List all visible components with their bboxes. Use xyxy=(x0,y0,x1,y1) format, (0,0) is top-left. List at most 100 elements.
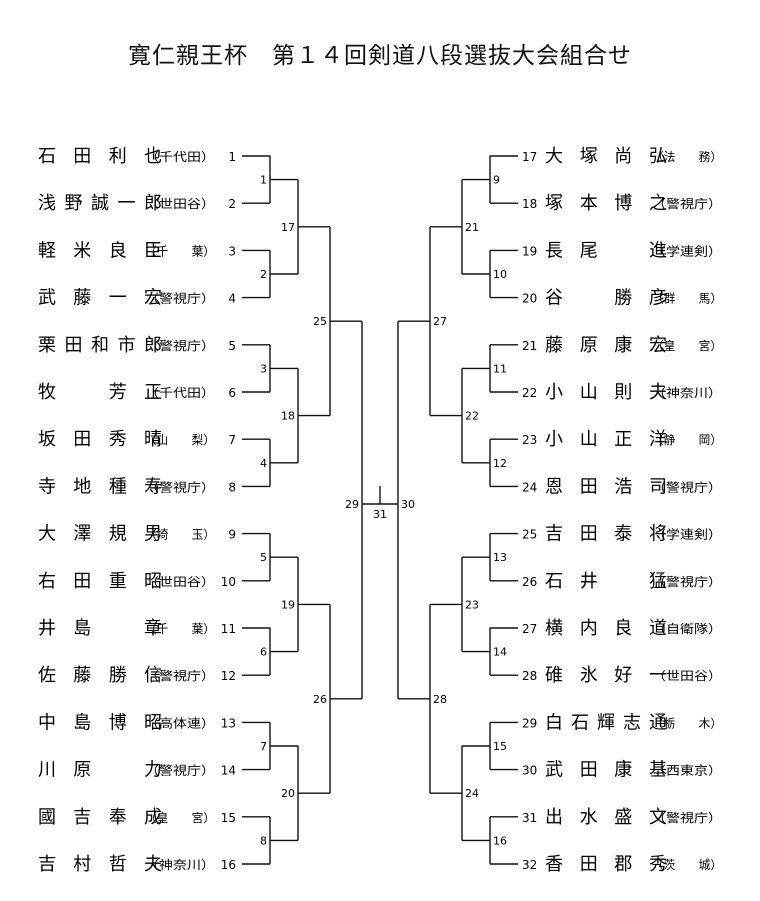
player-seed: 21 xyxy=(522,339,537,353)
player-name: 牧 芳正 xyxy=(38,382,162,403)
match-number: 25 xyxy=(313,315,327,328)
player-seed: 2 xyxy=(228,197,236,211)
player-affiliation: （静 岡） xyxy=(652,433,722,447)
match-number: 6 xyxy=(260,646,267,659)
player-seed: 13 xyxy=(221,716,236,730)
player-affiliation: （千 葉） xyxy=(145,622,215,636)
player-affiliation: （栃 木） xyxy=(652,716,722,730)
player-name: 武田康基 xyxy=(545,760,667,781)
match-number: 7 xyxy=(260,740,267,753)
player-name: 國吉奉成 xyxy=(38,807,162,828)
match-number: 2 xyxy=(260,268,267,281)
player-name: 坂田秀晴 xyxy=(38,429,162,450)
player-name: 谷 勝彦 xyxy=(545,288,667,309)
player-affiliation: （世田谷） xyxy=(652,669,722,683)
player-affiliation: （茨 城） xyxy=(652,858,722,872)
player-affiliation: （警視庁） xyxy=(145,338,215,353)
player-name: 井島 章 xyxy=(38,618,162,639)
player-name: 小山正洋 xyxy=(545,429,667,450)
player-name: 川原 力 xyxy=(38,760,162,781)
player-seed: 4 xyxy=(228,292,236,306)
player-seed: 10 xyxy=(221,575,236,589)
player-seed: 18 xyxy=(522,197,537,211)
match-number: 23 xyxy=(465,598,479,611)
player-name: 碓氷好一 xyxy=(545,665,667,686)
player-seed: 6 xyxy=(228,386,236,400)
player-seed: 14 xyxy=(221,764,236,778)
player-name: 石田利也 xyxy=(38,146,162,167)
player-affiliation: （警視庁） xyxy=(145,668,215,683)
match-number: 19 xyxy=(281,598,295,611)
player-seed: 29 xyxy=(522,716,537,730)
player-seed: 8 xyxy=(228,480,236,494)
player-seed: 20 xyxy=(522,292,537,306)
player-name: 出水盛文 xyxy=(545,807,667,828)
match-number: 10 xyxy=(493,268,507,281)
player-seed: 1 xyxy=(228,150,236,164)
player-name: 浅野誠一郎 xyxy=(38,193,162,214)
player-affiliation: （神奈川） xyxy=(145,858,215,872)
player-seed: 12 xyxy=(221,669,236,683)
player-affiliation: （皇 宮） xyxy=(652,338,722,353)
match-number: 27 xyxy=(433,315,447,328)
player-seed: 23 xyxy=(522,433,537,447)
match-number: 3 xyxy=(260,362,267,375)
match-number: 18 xyxy=(281,410,295,423)
page-title: 寛仁親王杯 第１４回剣道八段選抜大会組合せ xyxy=(128,43,632,69)
player-affiliation: （高体連） xyxy=(145,715,215,730)
player-name: 寺地種寿 xyxy=(38,476,162,497)
player-name: 吉田泰将 xyxy=(545,524,667,545)
player-seed: 32 xyxy=(522,858,537,872)
player-affiliation: （山 梨） xyxy=(145,433,215,447)
player-affiliation: （自衛隊） xyxy=(652,621,722,636)
player-seed: 25 xyxy=(522,528,537,542)
player-affiliation: （警視庁） xyxy=(652,196,722,211)
match-number: 12 xyxy=(493,457,507,470)
player-affiliation: （警視庁） xyxy=(652,479,722,494)
player-affiliation: （法 務） xyxy=(652,150,722,164)
match-number: 22 xyxy=(465,410,479,423)
match-number: 1 xyxy=(260,174,267,187)
player-affiliation: （警視庁） xyxy=(652,810,722,825)
player-seed: 19 xyxy=(522,244,537,258)
player-name: 栗田和市郎 xyxy=(38,335,162,356)
player-name: 白石輝志通 xyxy=(545,712,667,733)
final-match-number: 31 xyxy=(373,508,387,521)
match-number: 16 xyxy=(493,834,507,847)
player-seed: 28 xyxy=(522,669,537,683)
player-affiliation: （警視庁） xyxy=(145,291,215,306)
match-number: 24 xyxy=(465,787,479,800)
player-seed: 9 xyxy=(228,528,236,542)
match-number: 11 xyxy=(493,362,507,375)
match-number: 8 xyxy=(260,834,267,847)
match-number: 5 xyxy=(260,551,267,564)
player-affiliation: （警視庁） xyxy=(652,574,722,589)
player-affiliation: （警視庁） xyxy=(145,763,215,778)
player-name: 石井 猛 xyxy=(545,571,667,592)
player-affiliation: （世田谷） xyxy=(145,575,215,589)
player-seed: 16 xyxy=(221,858,236,872)
player-affiliation: （千代田） xyxy=(145,150,215,164)
player-name: 長尾 進 xyxy=(545,240,667,261)
player-name: 小山則夫 xyxy=(545,382,667,403)
player-affiliation: （学連剣） xyxy=(652,527,722,542)
player-name: 恩田浩司 xyxy=(545,476,667,497)
player-affiliation: （世田谷） xyxy=(145,197,215,211)
match-number: 28 xyxy=(433,693,447,706)
match-number: 29 xyxy=(345,498,359,511)
match-number: 15 xyxy=(493,740,507,753)
player-name: 吉村哲夫 xyxy=(38,854,162,875)
player-seed: 24 xyxy=(522,480,537,494)
player-affiliation: （埼 玉） xyxy=(145,528,215,542)
player-name: 中島博昭 xyxy=(38,712,162,733)
player-name: 大塚尚弘 xyxy=(545,146,667,167)
player-name: 藤原康宏 xyxy=(545,335,667,356)
player-name: 武藤一宏 xyxy=(38,288,162,309)
player-name: 佐藤勝信 xyxy=(38,665,162,686)
match-number: 21 xyxy=(465,221,479,234)
player-seed: 31 xyxy=(522,811,537,825)
player-seed: 30 xyxy=(522,764,537,778)
player-affiliation: （群 馬） xyxy=(652,292,722,306)
player-name: 香田郡秀 xyxy=(545,854,667,875)
